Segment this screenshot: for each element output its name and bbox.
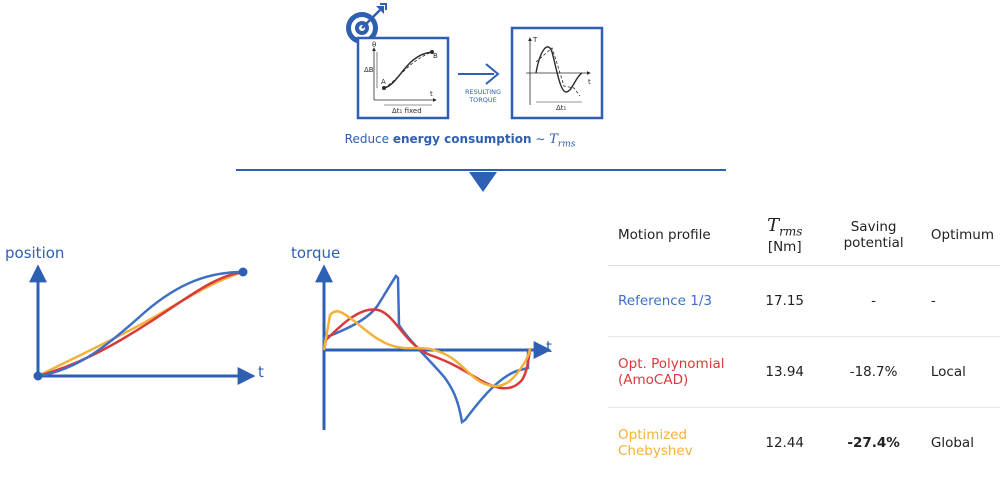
- position-start-point: [34, 372, 43, 381]
- position-curve-chebyshev: [38, 272, 243, 376]
- row-optimum-chebyshev: Global: [919, 408, 1000, 478]
- row-profile-polynomial: Opt. Polynomial (AmoCAD): [608, 337, 741, 408]
- tagline-prefix: Reduce: [345, 132, 393, 146]
- mini-torque-interval-label: Δt₁: [556, 104, 567, 112]
- torque-mini-chart: T t Δt₁: [512, 28, 602, 118]
- header-trms: Trms [Nm]: [741, 205, 828, 266]
- mini-interval-label: Δt₁ fixed: [392, 107, 422, 115]
- position-axis-label: position: [5, 244, 64, 262]
- mini-torque-axis-label: T: [532, 36, 538, 44]
- results-table: Motion profile Trms [Nm] Saving potentia…: [608, 205, 1000, 478]
- row-saving-chebyshev: -27.4%: [828, 408, 919, 478]
- table-row: Opt. Polynomial (AmoCAD) 13.94 -18.7% Lo…: [608, 337, 1000, 408]
- table-header-row: Motion profile Trms [Nm] Saving potentia…: [608, 205, 1000, 266]
- row-profile-chebyshev: Optimized Chebyshev: [608, 408, 741, 478]
- mini-torque-t-label: t: [588, 78, 591, 86]
- position-plot: [34, 268, 253, 381]
- mini-point-a-label: A: [381, 78, 386, 86]
- row-optimum-polynomial: Local: [919, 337, 1000, 408]
- row-saving-reference: -: [828, 266, 919, 337]
- tagline-bold: energy consumption: [393, 132, 532, 146]
- resulting-torque-label: RESULTING TORQUE: [460, 88, 506, 104]
- energy-tagline: Reduce energy consumption ∼ Trms: [300, 132, 620, 150]
- mini-theta-label: θ: [372, 41, 376, 49]
- torque-plot: [324, 268, 548, 430]
- row-trms-chebyshev: 12.44: [741, 408, 828, 478]
- header-motion-profile: Motion profile: [608, 205, 741, 266]
- row-profile-reference: Reference 1/3: [608, 266, 741, 337]
- position-end-point: [239, 268, 248, 277]
- mini-t-label: t: [430, 90, 433, 98]
- torque-axis-label: torque: [291, 244, 340, 262]
- torque-t-label: t: [546, 338, 552, 356]
- header-saving-potential: Saving potential: [828, 205, 919, 266]
- motion-law-mini-chart: θ ΔB A B t Δt₁ fixed: [358, 38, 448, 118]
- mini-point-b-label: B: [433, 52, 438, 60]
- triangle-down-icon: [469, 172, 497, 192]
- row-saving-polynomial: -18.7%: [828, 337, 919, 408]
- position-t-label: t: [258, 363, 264, 381]
- table-row: Reference 1/3 17.15 - -: [608, 266, 1000, 337]
- mini-delta-b-label: ΔB: [364, 66, 374, 74]
- tagline-trms: Trms: [549, 132, 575, 147]
- header-optimum: Optimum: [919, 205, 1000, 266]
- tagline-tilde: ∼: [535, 132, 545, 146]
- table-row: Optimized Chebyshev 12.44 -27.4% Global: [608, 408, 1000, 478]
- row-trms-reference: 17.15: [741, 266, 828, 337]
- row-optimum-reference: -: [919, 266, 1000, 337]
- row-trms-polynomial: 13.94: [741, 337, 828, 408]
- right-arrow-icon: [458, 64, 498, 84]
